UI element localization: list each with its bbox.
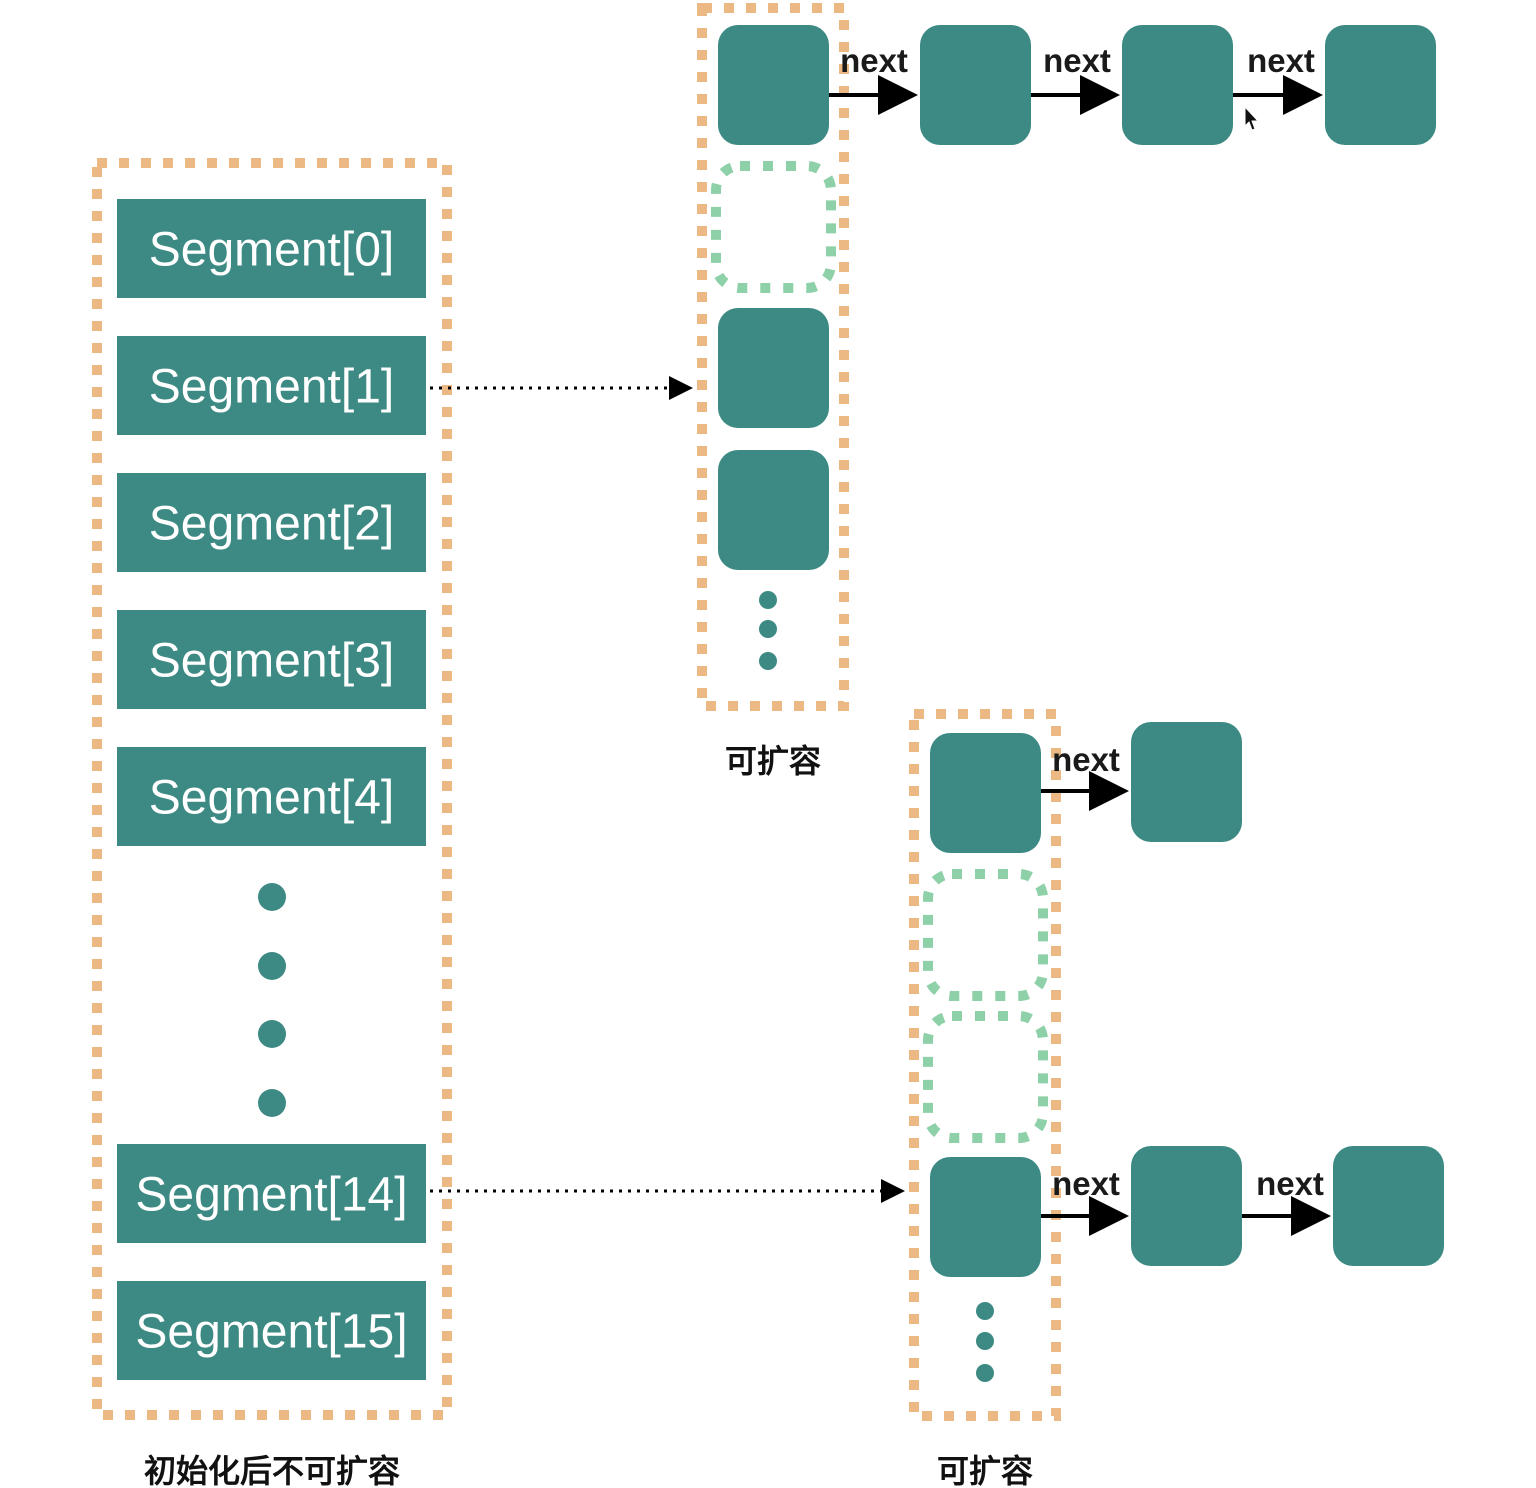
top-table-slot-3: [718, 450, 829, 570]
segment-entry: Segment[14]: [117, 1144, 426, 1243]
top-table-border: [697, 3, 849, 711]
bottom-table-border: [909, 709, 1061, 1421]
segment-label: Segment[1]: [149, 361, 394, 414]
segment-label: Segment[0]: [149, 224, 394, 277]
bottom-table-slot-3: [930, 1157, 1041, 1277]
segment-label: Segment[2]: [149, 498, 394, 551]
top-chain-node-3: [1325, 25, 1436, 145]
bottom-chain-b-node-1: [1131, 1146, 1242, 1266]
bottom-chain-b-next-label: next: [1052, 1165, 1120, 1202]
segment-box: [117, 1281, 426, 1380]
segment-box: [117, 747, 426, 846]
bottom-chain-a-next-label: next: [1052, 741, 1120, 778]
segment-box: [117, 199, 426, 298]
bottom-table-caption: 可扩容: [937, 1452, 1033, 1488]
bottom-table-slot-2-empty: [923, 1011, 1048, 1143]
segment-entry: Segment[1]: [117, 336, 426, 435]
segment-label: Segment[15]: [135, 1306, 407, 1359]
segment-ellipsis-dot: [258, 1089, 286, 1117]
segment-entry: Segment[0]: [117, 199, 426, 298]
bottom-table-ellipsis-dot: [976, 1302, 994, 1320]
top-chain-next-label: next: [840, 42, 908, 79]
top-table-slot-0: [718, 25, 829, 145]
top-chain-next-label: next: [1247, 42, 1315, 79]
segment-list: Segment[0] Segment[1] Segment[2] Segment[3]…: [117, 199, 426, 1380]
segment-array-caption: 初始化后不可扩容: [144, 1452, 400, 1488]
bottom-chain-b-next-label: next: [1256, 1165, 1324, 1202]
bottom-table-ellipsis-dot: [976, 1332, 994, 1350]
top-table-ellipsis-dot: [759, 652, 777, 670]
top-chain-next-label: next: [1043, 42, 1111, 79]
segment-ellipsis-dot: [258, 883, 286, 911]
top-table-slot-2: [718, 308, 829, 428]
segment-ellipsis-dot: [258, 952, 286, 980]
top-hash-table: next next next 可扩容: [697, 3, 1436, 780]
segment-entry: Segment[15]: [117, 1281, 426, 1380]
bottom-chain-a-node-1: [1131, 722, 1242, 842]
bottom-table-ellipsis-dot: [976, 1364, 994, 1382]
segment-label: Segment[4]: [149, 772, 394, 825]
segment-ellipsis-dot: [258, 1020, 286, 1048]
segment-label: Segment[14]: [135, 1169, 407, 1222]
segment-label: Segment[3]: [149, 635, 394, 688]
top-table-caption: 可扩容: [725, 742, 821, 780]
segment-array: Segment[0] Segment[1] Segment[2] Segment[3]…: [92, 158, 452, 1488]
bottom-table-slot-0: [930, 733, 1041, 853]
top-table-ellipsis-dot: [759, 591, 777, 609]
segment-entry: Segment[2]: [117, 473, 426, 572]
top-chain-node-2: [1122, 25, 1233, 145]
top-table-slot-1-empty: [711, 161, 836, 293]
segment-box: [117, 610, 426, 709]
segment-entry: Segment[4]: [117, 747, 426, 846]
segment-entry: Segment[3]: [117, 610, 426, 709]
segment-ellipsis: [258, 883, 286, 1117]
top-table-ellipsis-dot: [759, 620, 777, 638]
mouse-pointer-icon: [1244, 105, 1260, 131]
bottom-hash-table: next next next 可扩容: [909, 709, 1444, 1488]
segment-box: [117, 473, 426, 572]
bottom-table-slot-1-empty: [923, 869, 1048, 1001]
top-chain-node-1: [920, 25, 1031, 145]
segment-box: [117, 1144, 426, 1243]
bottom-chain-b-node-2: [1333, 1146, 1444, 1266]
segment-array-border: [92, 158, 452, 1420]
segment-box: [117, 336, 426, 435]
